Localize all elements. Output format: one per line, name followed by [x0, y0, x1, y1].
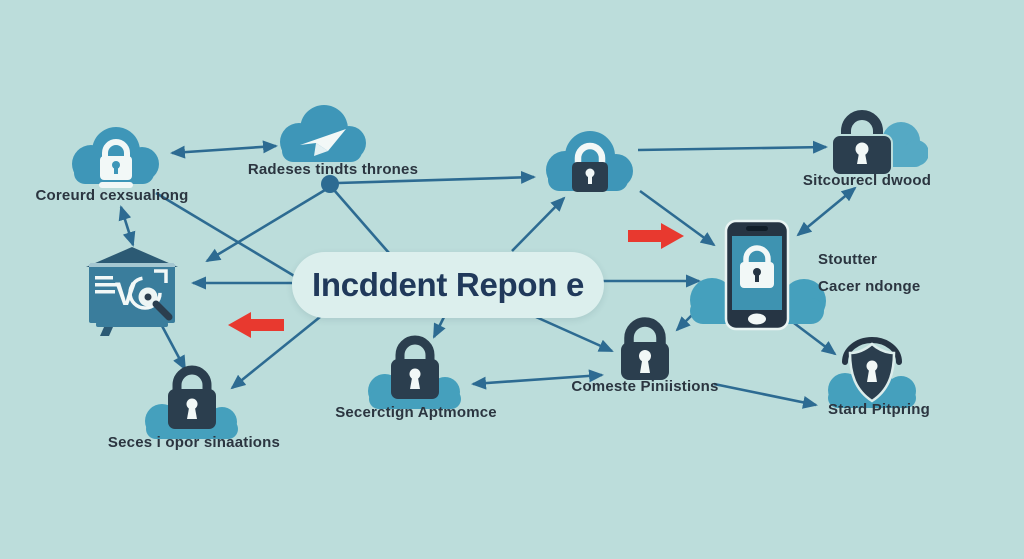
- secure-cloud-bottom-left-node: [137, 355, 247, 450]
- node-label: Secerctign Aptmomce: [335, 404, 497, 421]
- connector-line: [159, 323, 187, 371]
- title-pill: Incddent Repon e: [292, 252, 604, 318]
- secure-cloud-top-left-node: [63, 118, 167, 198]
- connector-line: [471, 369, 604, 390]
- phone-lock-cloud-icon: [690, 219, 826, 331]
- cloud-send-icon: [280, 105, 366, 162]
- padlock-center-right-node: [610, 315, 680, 387]
- red-arrow-right: [628, 223, 684, 249]
- node-label: Seces i opor sinaations: [107, 434, 281, 451]
- shield-cloud-node: [815, 330, 930, 415]
- diagram-title: Incddent Repon e: [311, 266, 585, 303]
- cloud-lock-icon: [368, 335, 461, 409]
- connector-line: [713, 382, 818, 409]
- monitor-board-node: V: [82, 243, 182, 338]
- node-label: Sitcourecl dwood: [802, 172, 932, 189]
- send-cloud-node: [272, 95, 372, 170]
- junction-dot: [321, 175, 339, 193]
- lock-cloud-top-right-node: [808, 105, 928, 180]
- connector-line: [118, 205, 136, 247]
- node-label: Coreurd cexsualiong: [35, 187, 189, 204]
- phone-label-line2: Cacer ndonge: [818, 278, 921, 295]
- connector-line: [639, 189, 716, 247]
- connector-line: [205, 188, 326, 263]
- node-label: Stard Pitpring: [828, 401, 930, 418]
- node-label: Radeses tindts thrones: [247, 161, 419, 178]
- cloud-lock-icon: [72, 127, 159, 188]
- node-label: Comeste Piniistions: [571, 378, 719, 395]
- connector-line: [337, 170, 536, 185]
- connector-line: [230, 315, 321, 390]
- connector-line: [637, 140, 828, 154]
- padlock-cloud-icon: [831, 110, 928, 176]
- phone-node-label: Stoutter Cacer ndonge: [818, 246, 920, 300]
- connector-line: [155, 191, 297, 279]
- connector-line: [796, 186, 857, 237]
- phone-label-line1: Stoutter: [818, 251, 878, 268]
- monitor-board-icon: V: [86, 247, 178, 336]
- connector-line: [333, 189, 390, 254]
- connector-line: [511, 196, 566, 252]
- red-arrow-left: [228, 312, 284, 338]
- connector-line: [535, 315, 614, 353]
- phone-cloud-node: [672, 218, 842, 333]
- padlock-icon: [621, 317, 669, 380]
- cloud-lock-icon: [145, 365, 238, 439]
- cloud-lock-icon: [546, 131, 633, 192]
- secure-cloud-bottom-center-node: [360, 325, 470, 420]
- connector-line: [432, 316, 446, 339]
- locked-cloud-center-node: [538, 122, 638, 202]
- connector-line: [170, 140, 278, 159]
- shield-cloud-icon: [828, 337, 916, 408]
